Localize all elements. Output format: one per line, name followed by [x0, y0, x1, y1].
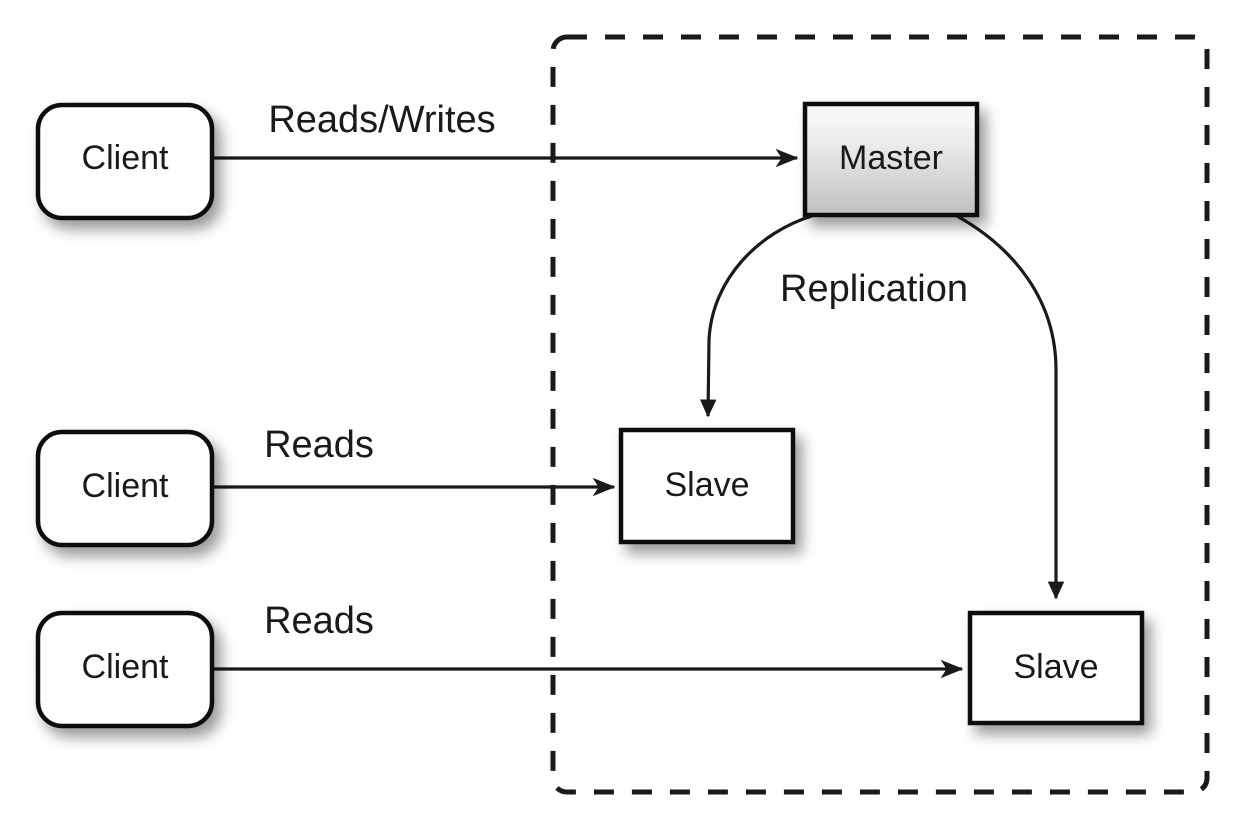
client-1-label: Client — [82, 139, 169, 177]
node-slave-1[interactable]: Slave — [618, 427, 796, 545]
client-3-box[interactable] — [35, 610, 215, 729]
client-1-box[interactable] — [35, 102, 215, 221]
node-client-3[interactable]: Client — [35, 610, 215, 729]
master-label: Master — [839, 139, 943, 177]
node-client-1[interactable]: Client — [35, 102, 215, 221]
edge-master-slave1 — [700, 214, 813, 418]
replication-cluster-boundary — [550, 34, 1210, 795]
master-box[interactable] — [802, 101, 980, 218]
client-3-label: Client — [82, 648, 169, 686]
client-2-box[interactable] — [35, 429, 215, 548]
node-slave-2[interactable]: Slave — [967, 610, 1145, 726]
slave-2-box[interactable] — [967, 610, 1145, 726]
node-client-2[interactable]: Client — [35, 429, 215, 548]
slave-1-box[interactable] — [618, 427, 796, 545]
slave-2-label: Slave — [1013, 648, 1098, 686]
edge-label-reads-writes: Reads/Writes — [268, 99, 495, 141]
edge-label-reads-bottom: Reads — [264, 600, 374, 642]
edge-label-replication: Replication — [780, 268, 968, 310]
slave-1-label: Slave — [664, 466, 749, 504]
edge-label-reads-middle: Reads — [264, 424, 374, 466]
node-master[interactable]: Master — [802, 101, 980, 218]
edge-master-slave2 — [956, 214, 1065, 600]
client-2-label: Client — [82, 467, 169, 505]
